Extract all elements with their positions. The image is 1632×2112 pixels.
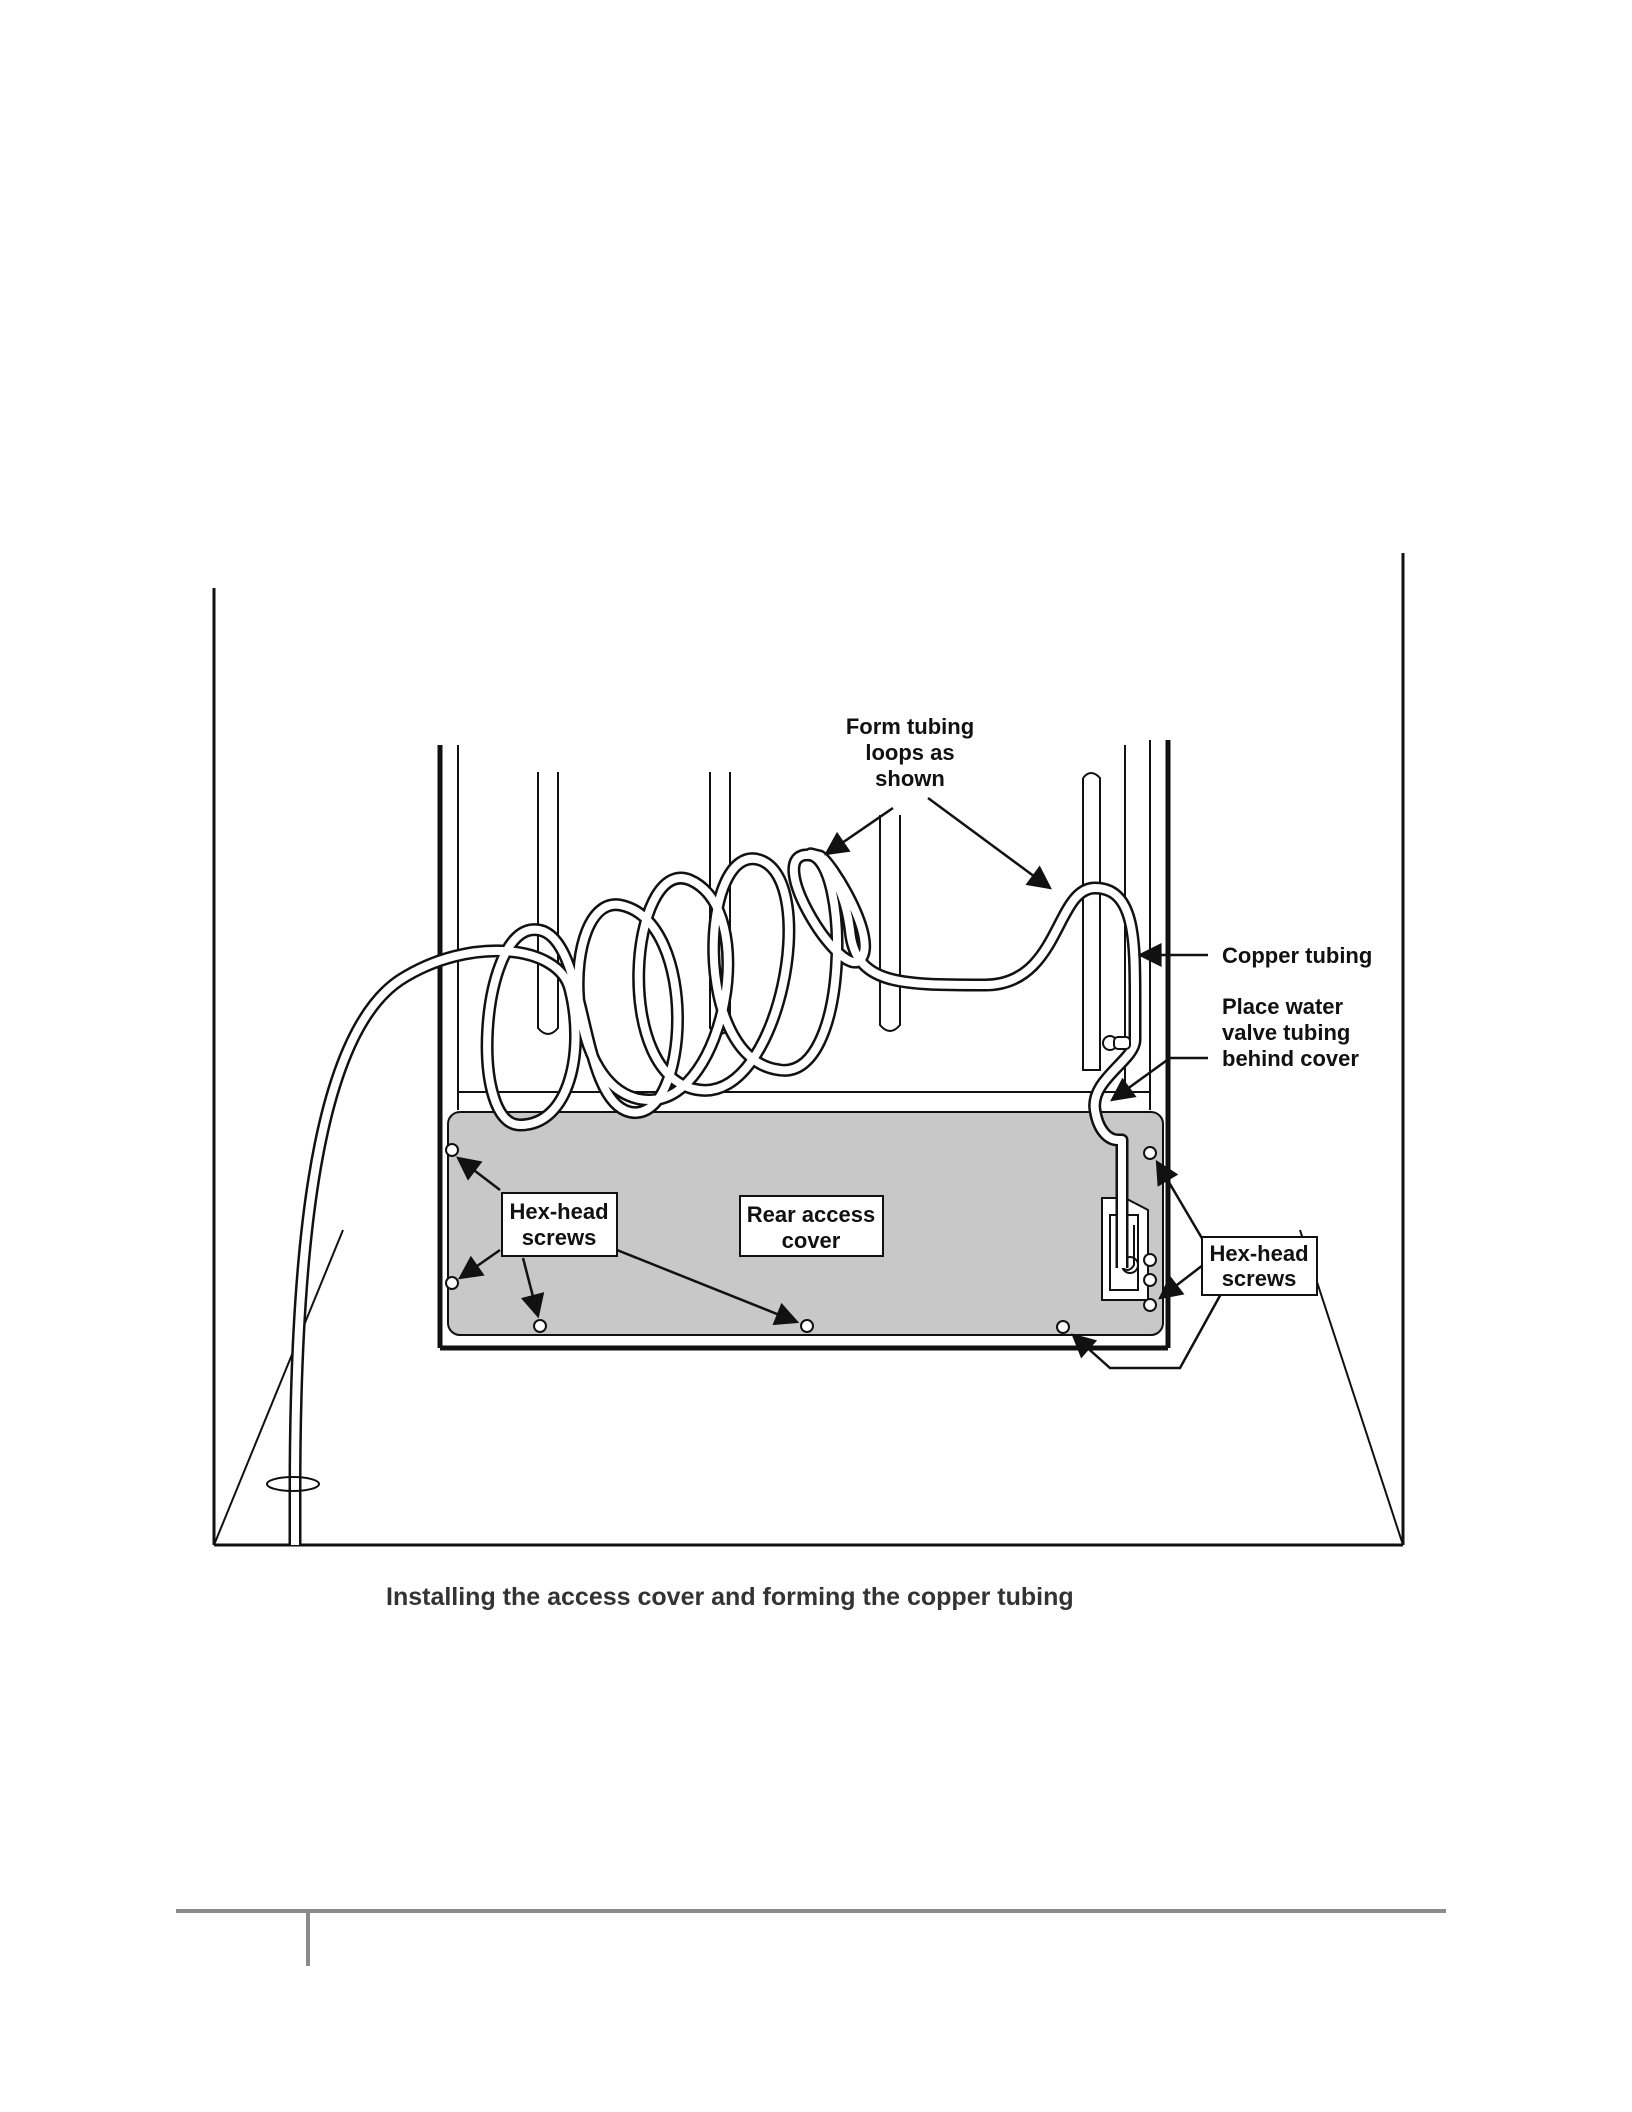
screw	[801, 1320, 813, 1332]
place-water-line-1: Place water	[1222, 994, 1344, 1019]
screw	[1144, 1299, 1156, 1311]
hex-head-left-line-2: screws	[522, 1225, 597, 1250]
screw	[446, 1144, 458, 1156]
rear-access-line-1: Rear access	[747, 1202, 875, 1227]
hex-head-left-label: Hex-head screws	[509, 1199, 608, 1250]
hex-head-right-label: Hex-head screws	[1209, 1241, 1308, 1291]
screw	[1144, 1254, 1156, 1266]
screw	[446, 1277, 458, 1289]
rear-access-line-2: cover	[782, 1228, 841, 1253]
screw	[1057, 1321, 1069, 1333]
place-water-label: Place water valve tubing behind cover	[1222, 994, 1359, 1071]
hex-head-right-line-1: Hex-head	[1209, 1241, 1308, 1266]
figure-caption: Installing the access cover and forming …	[386, 1583, 1074, 1611]
screw	[1144, 1147, 1156, 1159]
form-tubing-line-2: loops as	[865, 740, 954, 765]
hex-head-left-line-1: Hex-head	[509, 1199, 608, 1224]
copper-tubing-label: Copper tubing	[1222, 943, 1372, 968]
form-tubing-line-3: shown	[875, 766, 945, 791]
screw	[534, 1320, 546, 1332]
form-tubing-label: Form tubing loops as shown	[846, 714, 974, 791]
screw	[1144, 1274, 1156, 1286]
hex-head-right-line-2: screws	[1222, 1266, 1297, 1291]
place-water-line-2: valve tubing	[1222, 1020, 1350, 1045]
place-water-line-3: behind cover	[1222, 1046, 1359, 1071]
valve-connector	[1103, 1036, 1130, 1050]
footer-rule	[176, 1911, 1446, 1966]
form-tubing-line-1: Form tubing	[846, 714, 974, 739]
